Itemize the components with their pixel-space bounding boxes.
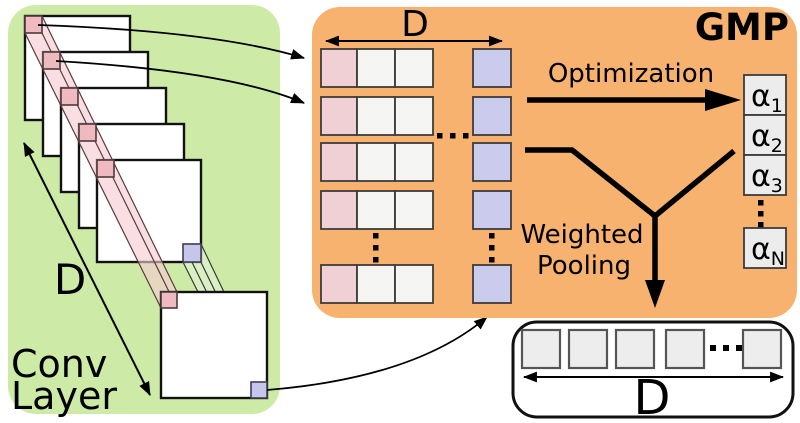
matrix-cell xyxy=(356,48,396,88)
matrix-cell-blue xyxy=(472,48,512,88)
conv-label-line1: Conv xyxy=(11,342,107,386)
pink-cell xyxy=(96,159,115,178)
matrix-cell xyxy=(394,190,434,230)
matrix-cell-pink xyxy=(320,264,358,304)
matrix-cell xyxy=(356,96,396,136)
pink-cell-front xyxy=(160,291,178,309)
alpha-box xyxy=(743,227,787,269)
output-cell xyxy=(520,328,562,370)
output-width-label: D xyxy=(634,370,671,423)
conv-depth-label: D xyxy=(54,255,86,304)
alpha-box xyxy=(743,74,787,116)
output-vector: D xyxy=(511,320,795,423)
alpha-weight-column: α1 α2 α3 αN xyxy=(743,74,787,270)
alpha-1-label: α1 xyxy=(751,79,783,117)
feature-map-front xyxy=(159,290,269,400)
conv-label-line2: Layer xyxy=(11,374,117,418)
matrix-cell-blue xyxy=(472,142,512,182)
weighted-pooling-label-line2: Pooling xyxy=(537,251,631,281)
matrix-cell-blue xyxy=(472,96,512,136)
ellipsis-dots-alpha xyxy=(758,200,764,228)
output-cell xyxy=(741,328,783,370)
blue-cell-arrow xyxy=(266,316,488,391)
ellipsis-dots-vertical-left xyxy=(373,233,379,263)
gmp-title: GMP xyxy=(695,6,789,49)
matrix-cell-blue xyxy=(472,190,512,230)
matrix-cell-blue xyxy=(472,264,512,304)
matrix-cell xyxy=(394,48,434,88)
matrix-cell-pink xyxy=(320,96,358,136)
alpha-2-label: α2 xyxy=(751,119,783,157)
pooling-arrow-head xyxy=(645,280,665,308)
ellipsis-dots-output xyxy=(710,345,742,351)
front-feature-map xyxy=(159,290,269,400)
output-cell xyxy=(614,328,656,370)
ellipsis-dots-horizontal xyxy=(437,133,469,139)
conv-layer-panel: D Conv Layer xyxy=(8,5,280,418)
pooling-branch-left xyxy=(525,147,657,219)
matrix-cell xyxy=(394,142,434,182)
alpha-box xyxy=(743,154,787,196)
matrix-cell-pink xyxy=(320,48,358,88)
optimization-label: Optimization xyxy=(548,59,714,89)
pink-row1-arrow xyxy=(37,24,306,60)
weighted-pooling-merge xyxy=(525,147,736,308)
blue-cell xyxy=(182,243,202,263)
matrix-cell-pink xyxy=(320,190,358,230)
matrix-width-label: D xyxy=(401,4,429,45)
pink-cell xyxy=(60,87,79,106)
matrix-cell xyxy=(394,96,434,136)
matrix-cell xyxy=(356,142,396,182)
pink-row2-arrow xyxy=(55,60,305,104)
pooling-branch-right xyxy=(653,148,736,219)
matrix-cell xyxy=(356,190,396,230)
depth-dimension-arrow xyxy=(23,142,151,396)
matrix-cell xyxy=(394,264,434,304)
pink-cell xyxy=(78,123,97,142)
matrix-cell xyxy=(356,264,396,304)
gmp-panel: GMP D xyxy=(312,4,797,318)
alpha-n-label: αN xyxy=(751,232,785,270)
output-cell xyxy=(567,328,609,370)
optimization-arrow-head xyxy=(705,89,741,111)
ellipsis-dots-vertical-right xyxy=(489,233,495,263)
matrix-cell-pink xyxy=(320,142,358,182)
alpha-box xyxy=(743,114,787,156)
weighted-pooling-label-line1: Weighted xyxy=(520,220,643,250)
descriptor-matrix xyxy=(320,48,512,304)
output-cell xyxy=(664,328,706,370)
blue-cell-front xyxy=(250,381,268,399)
alpha-3-label: α3 xyxy=(751,159,783,197)
